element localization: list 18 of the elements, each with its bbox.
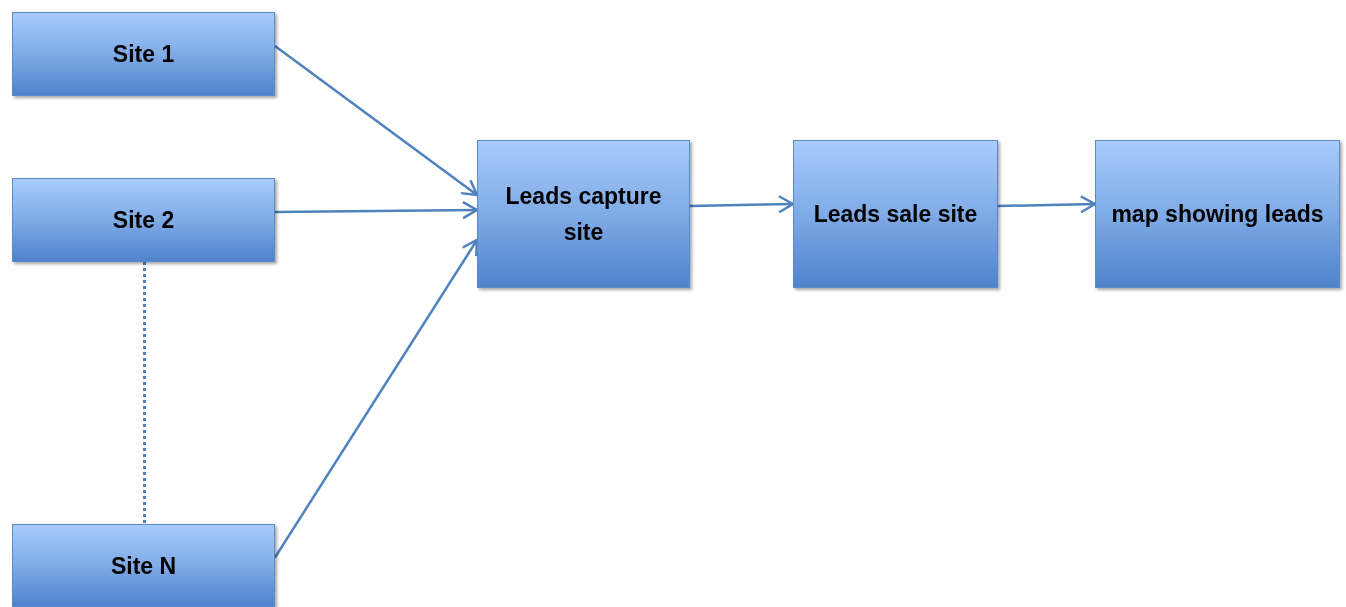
box-label: Site N	[110, 551, 177, 581]
arrow	[997, 195, 1097, 214]
box-label: map showing leads	[1111, 200, 1324, 229]
process-box	[477, 140, 690, 288]
dotted-line	[143, 262, 146, 524]
box-label: Leads sale site	[813, 200, 978, 229]
arrow	[275, 200, 479, 220]
process-box	[12, 12, 275, 96]
process-box	[793, 140, 998, 288]
box-label: Site 1	[112, 40, 175, 69]
arrow	[274, 45, 479, 197]
box-label: Site 2	[112, 206, 175, 235]
process-box	[12, 178, 275, 262]
process-box	[12, 524, 275, 607]
arrow	[273, 238, 479, 559]
arrow	[689, 195, 795, 214]
process-box	[1095, 140, 1340, 288]
box-label: Leads capture site	[504, 182, 663, 247]
